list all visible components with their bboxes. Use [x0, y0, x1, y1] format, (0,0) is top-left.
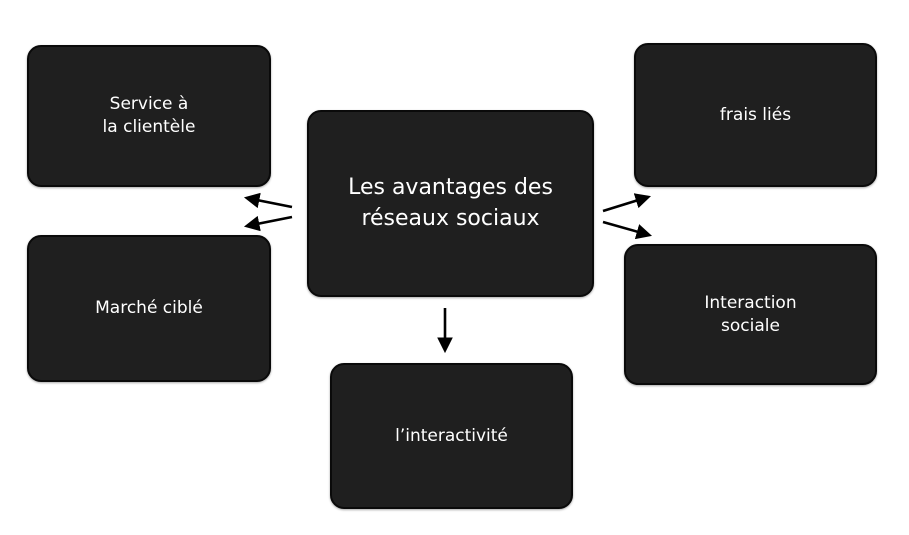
- node-service-clientele-label: Service à la clientèle: [102, 94, 196, 137]
- arrow-to-frais: [602, 193, 651, 213]
- arrow-to-interaction: [602, 220, 653, 240]
- central-node: Les avantages des réseaux sociaux: [307, 110, 594, 297]
- node-frais-lies: frais liés: [634, 43, 877, 187]
- node-marche-cible-label: Marché ciblé: [95, 298, 203, 319]
- node-service-clientele: Service à la clientèle: [27, 45, 271, 187]
- central-node-label: Les avantages des réseaux sociaux: [348, 174, 553, 231]
- node-interaction-sociale: Interaction sociale: [624, 244, 877, 385]
- arrow-to-service: [243, 192, 293, 209]
- node-interactivite-label: l’interactivité: [395, 425, 508, 446]
- node-interactivite: l’interactivité: [330, 363, 573, 509]
- node-frais-lies-label: frais liés: [719, 104, 792, 125]
- node-marche-cible: Marché ciblé: [27, 235, 271, 382]
- arrow-to-marche: [243, 215, 293, 232]
- node-interaction-sociale-label: Interaction sociale: [704, 292, 797, 336]
